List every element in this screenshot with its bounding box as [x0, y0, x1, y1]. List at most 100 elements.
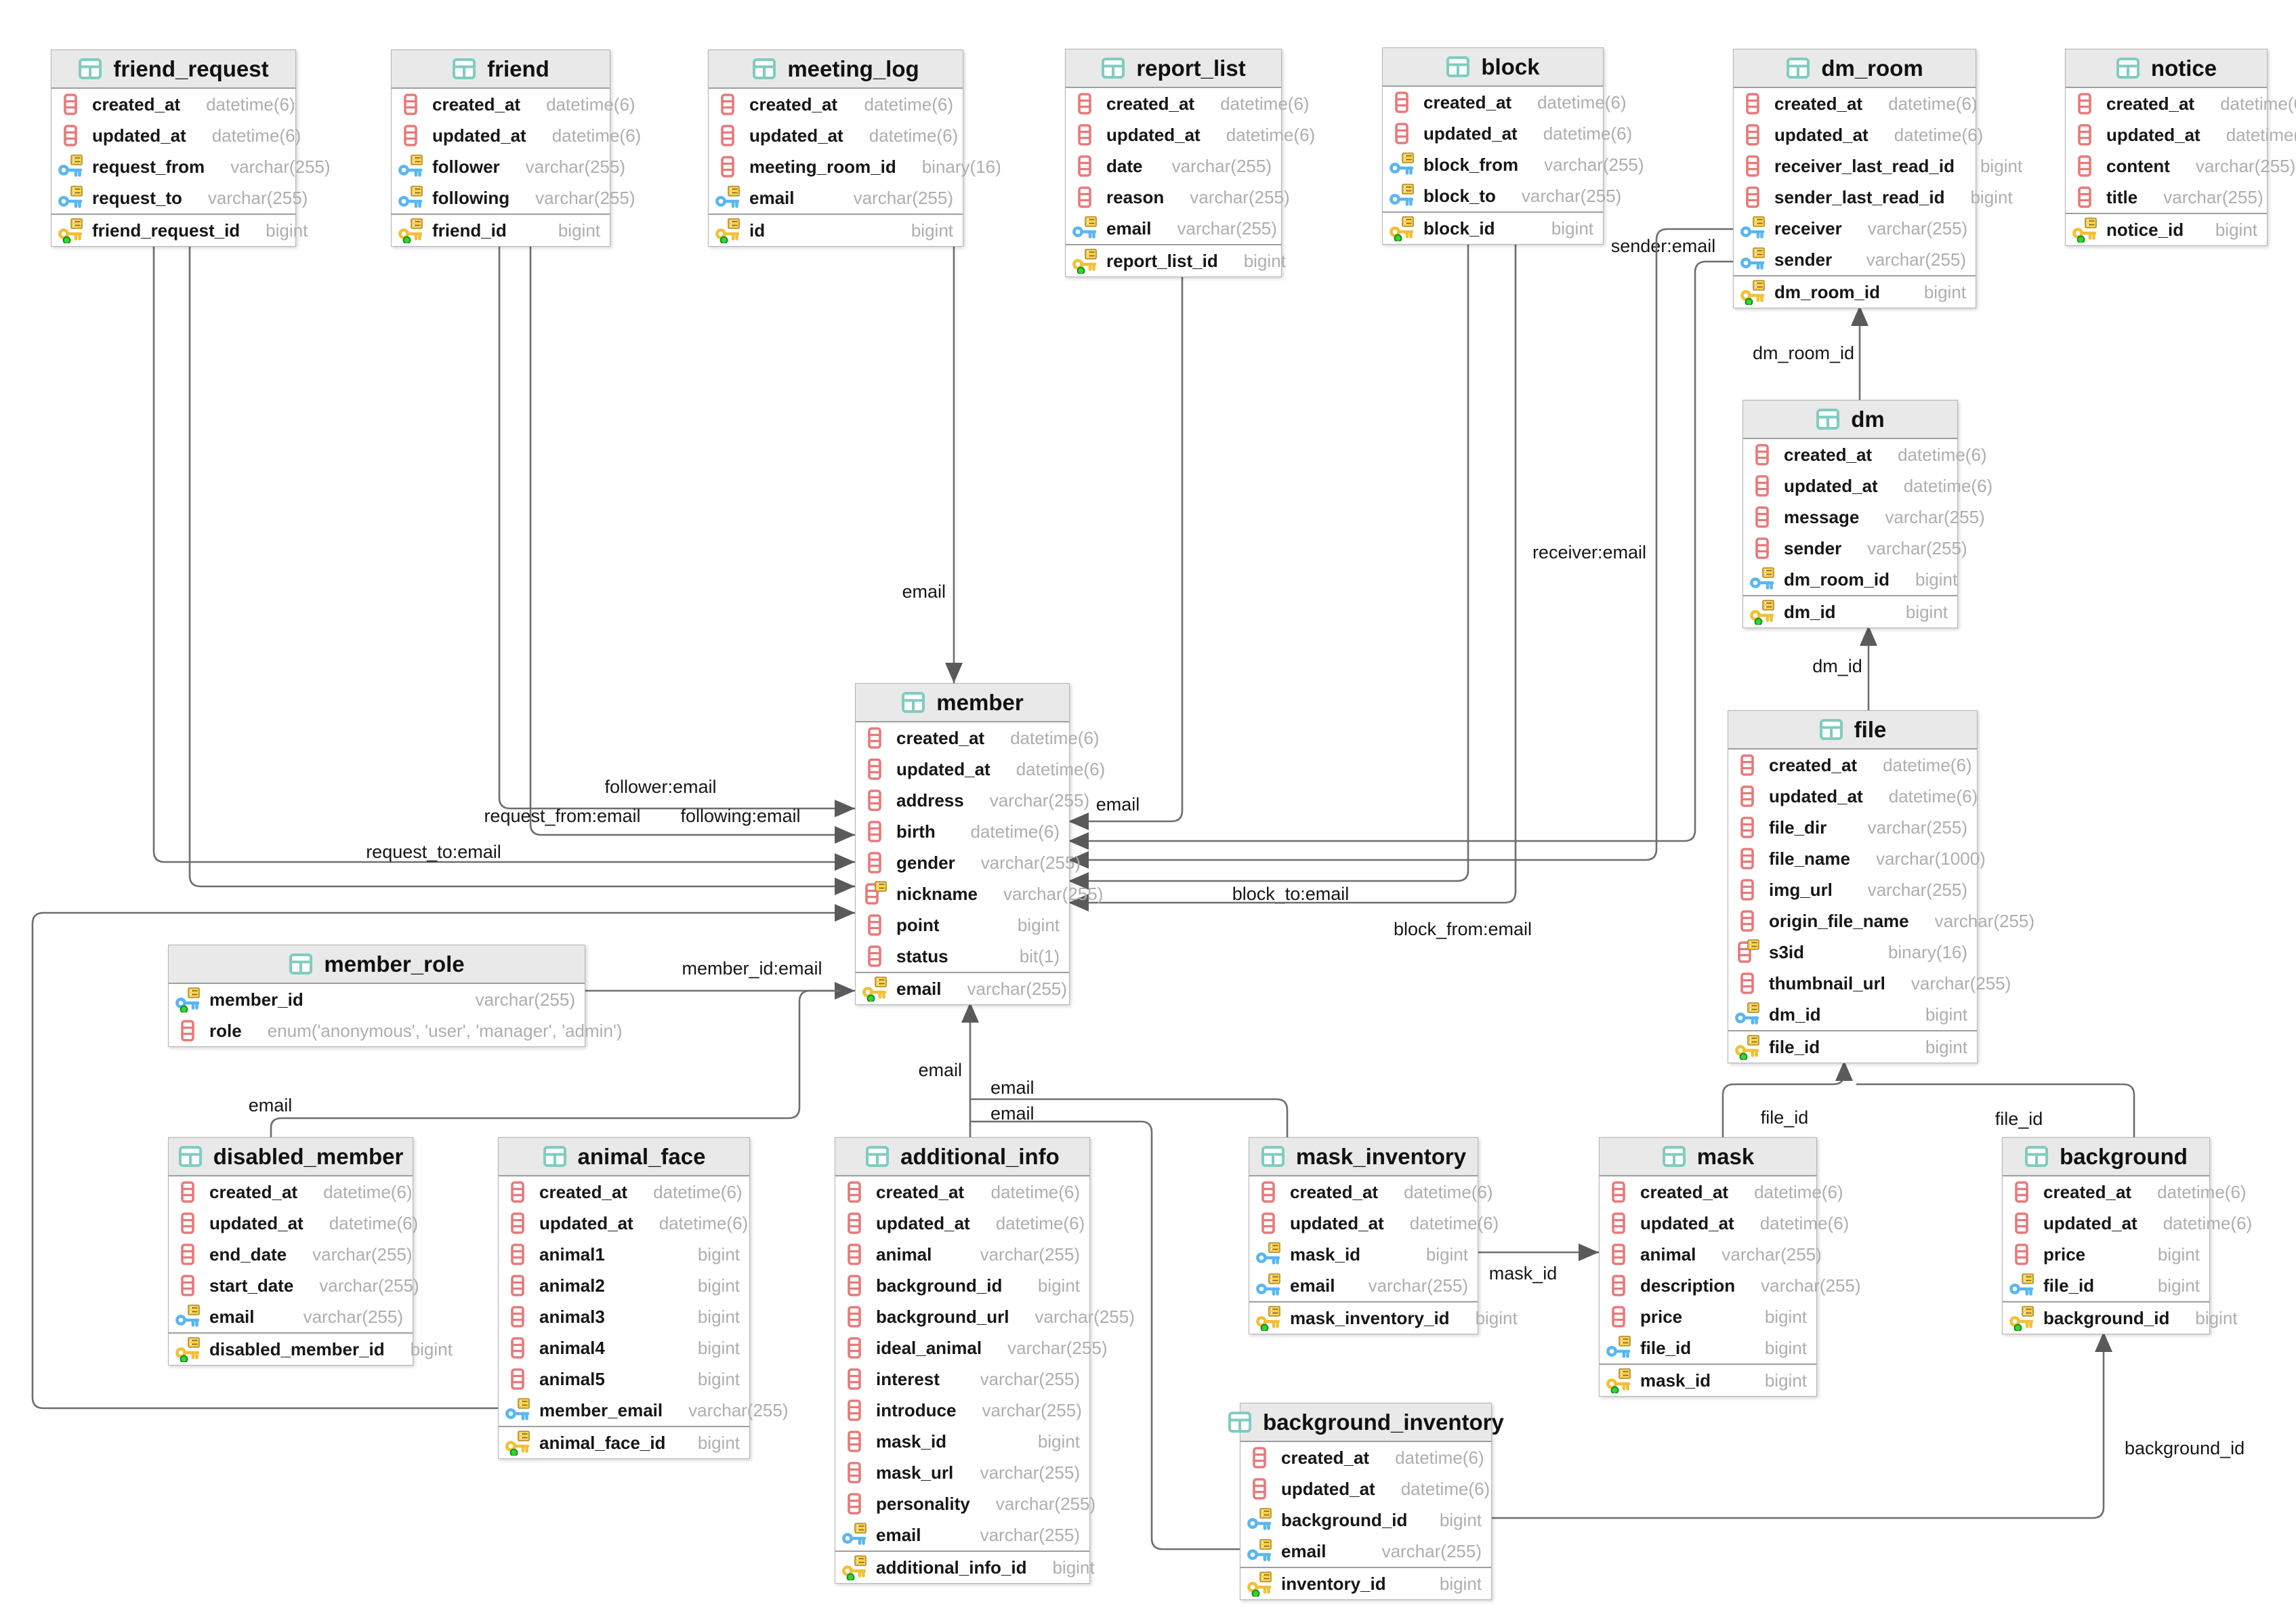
table-header[interactable]: background_inventory: [1228, 1403, 1504, 1442]
table-header[interactable]: member: [856, 684, 1069, 722]
connector-line[interactable]: [1068, 242, 1469, 882]
connector-line[interactable]: [970, 1098, 1289, 1137]
table-header[interactable]: block: [1383, 48, 1603, 87]
table-header[interactable]: friend_request: [51, 50, 295, 89]
table-header[interactable]: file: [1728, 711, 1977, 750]
connector-line[interactable]: [1856, 1083, 2135, 1137]
connector-line[interactable]: [1068, 260, 1733, 842]
connector-line[interactable]: [1068, 274, 1184, 823]
table-header[interactable]: animal_face: [499, 1138, 749, 1176]
table-header[interactable]: member_role: [169, 945, 585, 984]
connector-line[interactable]: [270, 989, 840, 1137]
table-header[interactable]: dm: [1743, 401, 1957, 439]
table-header[interactable]: meeting_log: [709, 50, 963, 89]
table-notice[interactable]: noticecreated_atdatetime(6)updated_atdat…: [2065, 49, 2296, 246]
connector-line[interactable]: [970, 1120, 1240, 1551]
connector-line[interactable]: [529, 244, 855, 836]
table-header[interactable]: mask: [1600, 1138, 1816, 1176]
table-header[interactable]: background: [2003, 1138, 2209, 1176]
connector-line[interactable]: [31, 911, 855, 1410]
connector-line[interactable]: [188, 244, 855, 888]
table-header[interactable]: notice: [2066, 49, 2267, 88]
